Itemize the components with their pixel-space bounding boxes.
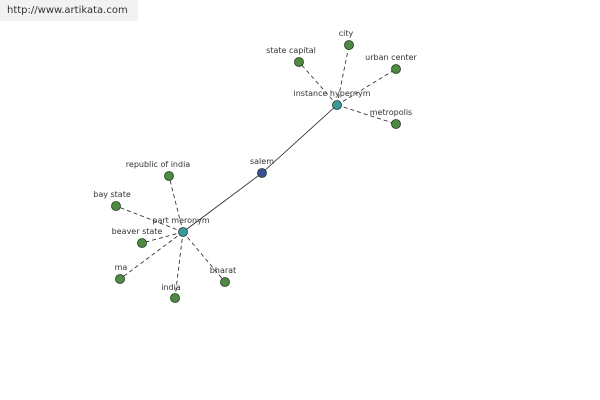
labels-layer: state capital city urban center metropolis i… (93, 29, 417, 292)
node-part-meronym[interactable] (178, 227, 188, 237)
label-ma: ma (115, 263, 128, 272)
node-metropolis[interactable] (391, 119, 401, 129)
edge-salem-instance-hypernym (261, 104, 338, 174)
edge-instance-hypernym-metropolis (336, 104, 397, 125)
label-india: india (161, 283, 181, 292)
edge-part-meronym-bharat (182, 231, 226, 283)
label-instance-hypernym: instance hypernym (294, 89, 371, 98)
node-republic-of-india[interactable] (164, 171, 174, 181)
edge-salem-part-meronym (182, 172, 263, 233)
node-ma[interactable] (115, 274, 125, 284)
node-urban-center[interactable] (391, 64, 401, 74)
url-banner[interactable]: http://www.artikata.com (0, 0, 138, 21)
edge-part-meronym-republic-of-india (168, 175, 184, 233)
node-state-capital[interactable] (294, 57, 304, 67)
edge-instance-hypernym-city (336, 44, 350, 106)
edge-instance-hypernym-urban-center (336, 68, 397, 106)
node-beaver-state[interactable] (137, 238, 147, 248)
label-republic-of-india: republic of india (126, 160, 190, 169)
label-metropolis: metropolis (370, 108, 412, 117)
node-india[interactable] (170, 293, 180, 303)
label-state-capital: state capital (266, 46, 316, 55)
edge-part-meronym-bay-state (115, 205, 184, 233)
node-bharat[interactable] (220, 277, 230, 287)
node-salem[interactable] (257, 168, 267, 178)
node-instance-hypernym[interactable] (332, 100, 342, 110)
label-salem: salem (250, 157, 274, 166)
nodes-layer (111, 40, 401, 303)
edge-instance-hypernym-state-capital (298, 61, 338, 106)
node-city[interactable] (344, 40, 354, 50)
node-bay-state[interactable] (111, 201, 121, 211)
label-beaver-state: beaver state (112, 227, 163, 236)
edges-layer (115, 44, 397, 299)
edge-part-meronym-beaver-state (141, 231, 184, 244)
label-bharat: bharat (210, 266, 236, 275)
label-city: city (339, 29, 354, 38)
label-bay-state: bay state (93, 190, 131, 199)
edge-part-meronym-ma (119, 231, 184, 280)
label-part-meronym: part meronym (152, 216, 209, 225)
label-urban-center: urban center (365, 53, 417, 62)
